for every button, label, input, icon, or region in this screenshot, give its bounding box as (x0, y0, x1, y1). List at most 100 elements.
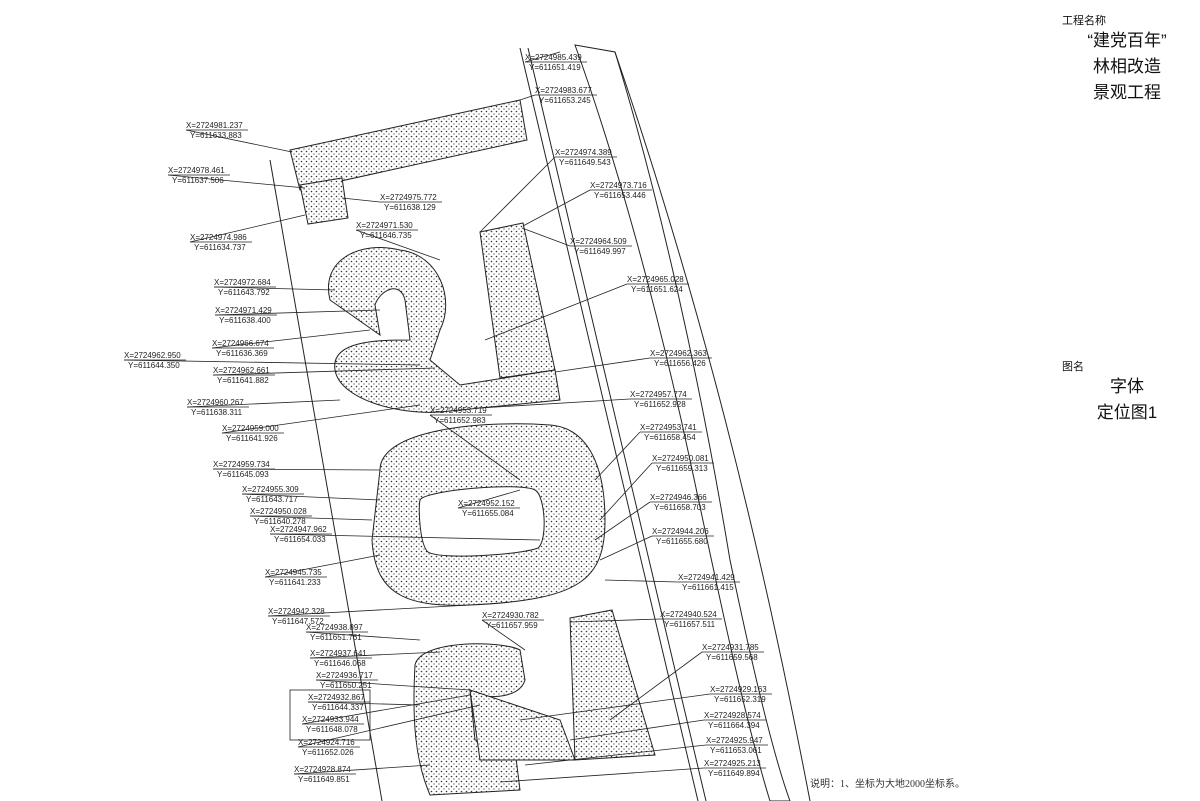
leader-line (554, 357, 651, 373)
leader-line (249, 515, 373, 521)
coord-y-label: Y=611656.426 (654, 359, 706, 368)
leader-line (604, 579, 679, 583)
coord-x-label: X=2724975.772 (380, 193, 437, 202)
coord-y-label: Y=611641.233 (269, 578, 321, 587)
coord-y-label: Y=611641.882 (217, 376, 269, 385)
leader-line (264, 554, 381, 578)
leader-line (214, 309, 381, 316)
coord-x-label: X=2724945.735 (265, 568, 322, 577)
coord-x-label: X=2724938.897 (306, 623, 363, 632)
leader-line (594, 431, 641, 481)
coord-y-label: Y=611659.568 (706, 653, 758, 662)
leader-line (519, 94, 536, 101)
coord-x-label: X=2724924.716 (298, 738, 355, 747)
glyph-one-top (289, 99, 528, 191)
coord-y-label: Y=611661.415 (682, 583, 734, 592)
coord-y-label: Y=611657.959 (486, 621, 538, 630)
coord-x-label: X=2724985.439 (525, 53, 582, 62)
leader-line (315, 679, 471, 691)
leader-line (521, 227, 571, 247)
coord-x-label: X=2724925.947 (706, 736, 763, 745)
coord-y-label: Y=611649.543 (559, 158, 611, 167)
leader-line (297, 704, 481, 748)
coord-y-label: Y=611658.454 (644, 433, 696, 442)
coord-x-label: X=2724966.674 (212, 339, 269, 348)
coord-x-label: X=2724940.524 (660, 610, 717, 619)
leader-line (484, 283, 628, 341)
leader-line (355, 229, 441, 261)
leader-line (241, 493, 381, 501)
coord-x-label: X=2724942.328 (268, 607, 325, 616)
coord-x-label: X=2724971.429 (215, 306, 272, 315)
coord-x-label: X=2724983.677 (535, 86, 592, 95)
coord-y-label: Y=611643.792 (218, 288, 270, 297)
leader-line (211, 329, 371, 349)
coord-x-label: X=2724955.309 (242, 485, 299, 494)
coord-y-label: Y=611644.337 (312, 703, 364, 712)
coord-x-label: X=2724959.000 (222, 424, 279, 433)
leader-line (221, 404, 421, 434)
coord-x-label: X=2724931.785 (702, 643, 759, 652)
coord-x-label: X=2724933.944 (302, 715, 359, 724)
glyph-one-right (479, 222, 556, 379)
coord-y-label: Y=611633.883 (190, 131, 242, 140)
coord-x-label: X=2724953.741 (640, 423, 697, 432)
coord-y-label: Y=611653.446 (594, 191, 646, 200)
coord-y-label: Y=611652.983 (434, 416, 486, 425)
coord-y-label: Y=611649.997 (574, 247, 626, 256)
leader-line (305, 631, 421, 641)
coord-y-label: Y=611652.928 (634, 400, 686, 409)
coord-y-label: Y=611641.926 (226, 434, 278, 443)
coord-y-label: Y=611657.511 (664, 620, 716, 629)
leader-line (457, 489, 521, 509)
leader-line (524, 744, 707, 766)
leader-line (307, 701, 421, 706)
bed-edge-left (269, 159, 383, 801)
coord-y-label: Y=611643.717 (246, 495, 298, 504)
coord-y-label: Y=611658.703 (654, 503, 706, 512)
leader-line (309, 651, 441, 659)
coord-x-label: X=2724928.574 (704, 711, 761, 720)
coord-y-label: Y=611636.369 (216, 349, 268, 358)
leader-line (167, 174, 306, 189)
coord-y-label: Y=611652.319 (714, 695, 766, 704)
glyph-bottom-right (569, 609, 656, 761)
leader-line (189, 214, 306, 243)
leader-line (341, 197, 381, 203)
coord-y-label: Y=611634.737 (194, 243, 246, 252)
coord-y-label: Y=611638.129 (384, 203, 436, 212)
drawing-caption: 图名 (1062, 361, 1084, 373)
coord-x-label: X=2724953.719 (430, 406, 487, 415)
road-strip (574, 44, 791, 801)
coord-x-label: X=2724928.874 (294, 765, 351, 774)
coord-x-label: X=2724950.081 (652, 454, 709, 463)
coord-x-label: X=2724974.986 (190, 233, 247, 242)
coord-y-label: Y=611653.061 (710, 746, 762, 755)
coord-x-label: X=2724960.267 (187, 398, 244, 407)
coord-x-label: X=2724964.509 (570, 237, 627, 246)
drawing-title-line-2: 定位图1 (1096, 403, 1158, 422)
leader-line (569, 719, 705, 741)
coordinate-note: 说明：1、坐标为大地2000坐标系。 (810, 779, 965, 790)
leader-line (301, 694, 471, 725)
project-name-line-1: “建党百年” (1087, 31, 1167, 50)
coord-y-label: Y=611648.078 (306, 725, 358, 734)
leader-line (599, 535, 653, 561)
project-caption: 工程名称 (1062, 15, 1106, 27)
coord-y-label: Y=611651.761 (310, 633, 362, 642)
coord-x-label: X=2724946.366 (650, 493, 707, 502)
leader-line (481, 619, 526, 651)
coord-x-label: X=2724973.716 (590, 181, 647, 190)
coord-x-label: X=2724936.717 (316, 671, 373, 680)
coord-x-label: X=2724944.206 (652, 527, 709, 536)
leader-line (479, 398, 631, 409)
leader-line (185, 129, 293, 153)
coord-x-label: X=2724937.641 (310, 649, 367, 658)
coord-x-label: X=2724981.237 (186, 121, 243, 130)
glyph-bottom-mid (469, 689, 576, 761)
road-edge-outer (614, 51, 811, 801)
coord-x-label: X=2724925.213 (704, 759, 761, 768)
leader-line (186, 399, 341, 408)
coord-y-label: Y=611655.084 (462, 509, 514, 518)
coord-x-label: X=2724972.684 (214, 278, 271, 287)
